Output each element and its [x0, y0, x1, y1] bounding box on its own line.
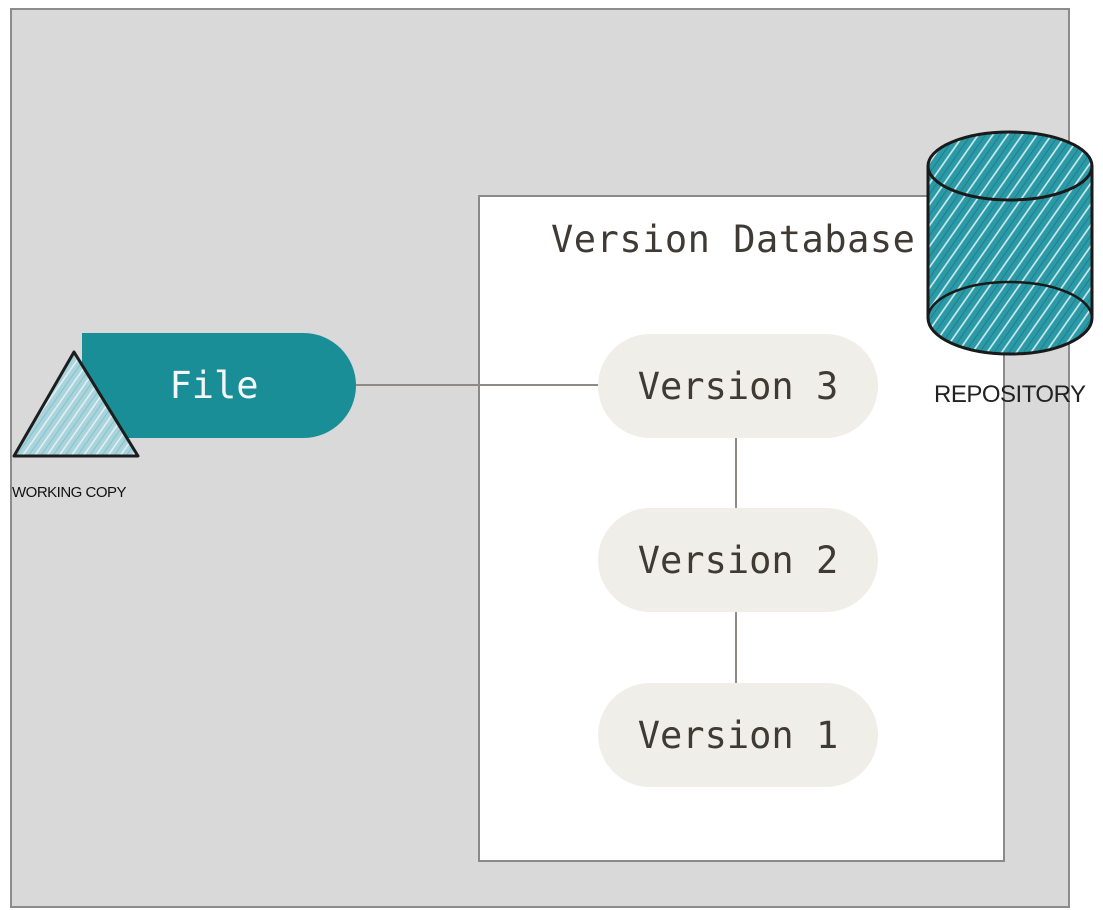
- version-2-label: Version 2: [637, 538, 839, 582]
- version-1-node: Version 1: [598, 683, 878, 787]
- triangle-icon: [10, 348, 142, 460]
- version-database-title: Version Database: [551, 218, 916, 261]
- version-1-label: Version 1: [637, 713, 839, 757]
- version-2-node: Version 2: [598, 508, 878, 612]
- version-3-node: Version 3: [598, 334, 878, 438]
- database-cylinder-icon: [922, 128, 1103, 364]
- version-3-label: Version 3: [637, 364, 839, 408]
- file-label: File: [169, 364, 259, 407]
- file-node: File: [82, 333, 356, 438]
- working-copy-label: WORKING COPY: [12, 484, 127, 501]
- repository-label: REPOSITORY: [934, 381, 1086, 408]
